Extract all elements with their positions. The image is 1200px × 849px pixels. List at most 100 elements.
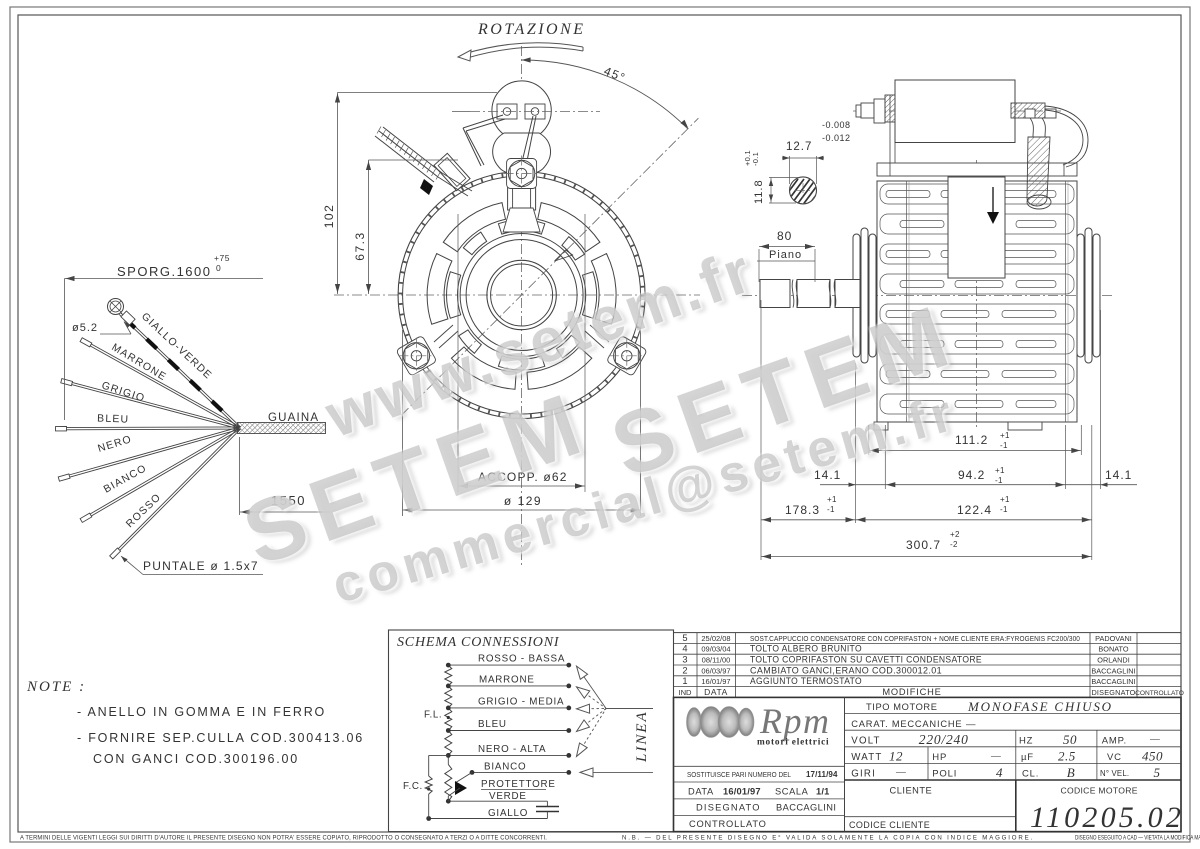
svg-text:NOTE :: NOTE : xyxy=(26,679,86,695)
svg-text:CONTROLLATO: CONTROLLATO xyxy=(689,819,767,829)
svg-text:110205.02: 110205.02 xyxy=(1030,801,1184,834)
svg-text:GIRI: GIRI xyxy=(851,769,876,780)
svg-text:+1: +1 xyxy=(995,466,1005,475)
svg-text:DATA: DATA xyxy=(704,687,728,697)
svg-text:5: 5 xyxy=(682,633,687,643)
svg-text:CAMBIATO GANCI,ERANO COD.30001: CAMBIATO GANCI,ERANO COD.300012.01 xyxy=(750,665,942,675)
svg-text:DISEGNATO: DISEGNATO xyxy=(696,803,761,813)
svg-text:178.3: 178.3 xyxy=(785,503,820,517)
svg-text:CLIENTE: CLIENTE xyxy=(890,785,933,795)
svg-text:TIPO MOTORE: TIPO MOTORE xyxy=(866,702,938,712)
svg-text:94.2: 94.2 xyxy=(958,468,985,482)
svg-text:+0.1: +0.1 xyxy=(743,150,752,166)
svg-text:NERO: NERO xyxy=(96,433,133,455)
svg-text:111.2: 111.2 xyxy=(955,433,988,447)
svg-text:-1: -1 xyxy=(1000,505,1008,514)
svg-text:09/03/04: 09/03/04 xyxy=(701,645,730,654)
svg-text:SPORG.1600: SPORG.1600 xyxy=(117,264,212,279)
svg-text:16/01/97: 16/01/97 xyxy=(701,677,730,686)
svg-text:HZ: HZ xyxy=(1019,736,1033,747)
svg-text:ACCOPP. ø62: ACCOPP. ø62 xyxy=(478,470,568,484)
svg-text:GIALLO: GIALLO xyxy=(488,808,528,819)
svg-text:CODICE MOTORE: CODICE MOTORE xyxy=(1061,786,1138,796)
svg-text:450: 450 xyxy=(1142,749,1163,764)
svg-text:67.3: 67.3 xyxy=(353,231,367,260)
svg-text:SOST.CAPPUCCIO CONDENSATORE CO: SOST.CAPPUCCIO CONDENSATORE CON COPRIFAS… xyxy=(750,636,1080,643)
svg-text:12: 12 xyxy=(889,749,903,764)
svg-text:N° VEL.: N° VEL. xyxy=(1100,769,1129,778)
svg-text:TOLTO COPRIFASTON SU CAVETTI C: TOLTO COPRIFASTON SU CAVETTI CONDENSATOR… xyxy=(750,655,982,665)
svg-text:B: B xyxy=(1067,765,1075,780)
svg-text:1: 1 xyxy=(682,676,687,686)
svg-text:PROTETTORE: PROTETTORE xyxy=(481,779,556,790)
svg-text:PADOVANI: PADOVANI xyxy=(1095,634,1132,643)
svg-text:MARRONE: MARRONE xyxy=(109,341,168,383)
svg-text:14.1: 14.1 xyxy=(1105,468,1132,482)
svg-text:17/11/94: 17/11/94 xyxy=(806,770,838,779)
svg-text:CON GANCI COD.300196.00: CON GANCI COD.300196.00 xyxy=(93,752,299,766)
svg-text:CL.: CL. xyxy=(1022,769,1039,780)
svg-text:2: 2 xyxy=(682,665,687,675)
svg-text:SCALA: SCALA xyxy=(775,787,809,797)
svg-text:VERDE: VERDE xyxy=(489,791,527,802)
svg-text:F.L.: F.L. xyxy=(424,710,442,721)
svg-text:5: 5 xyxy=(1154,765,1161,780)
svg-text:—: — xyxy=(990,750,1001,762)
svg-text:80: 80 xyxy=(777,229,792,243)
svg-text:SCHEMA CONNESSIONI: SCHEMA CONNESSIONI xyxy=(397,635,560,650)
svg-text:GRIGIO - MEDIA: GRIGIO - MEDIA xyxy=(478,697,564,708)
svg-text:DATA: DATA xyxy=(688,787,714,797)
svg-text:—: — xyxy=(966,719,977,730)
svg-text:1550: 1550 xyxy=(271,493,306,508)
svg-text:ø 129: ø 129 xyxy=(504,494,542,508)
svg-text:A TERMINI DELLE VIGENTI LEGGI: A TERMINI DELLE VIGENTI LEGGI SUI DIRITT… xyxy=(20,835,547,842)
svg-text:4: 4 xyxy=(996,765,1003,780)
svg-text:-2: -2 xyxy=(950,540,958,549)
svg-text:4: 4 xyxy=(682,644,687,654)
svg-text:WATT: WATT xyxy=(851,752,882,763)
svg-text:14.1: 14.1 xyxy=(814,468,841,482)
svg-text:ø5.2: ø5.2 xyxy=(72,322,98,334)
svg-text:DISEGNO ESEGUITO A CAD — VIETA: DISEGNO ESEGUITO A CAD — VIETATA LA MODI… xyxy=(1075,835,1200,842)
svg-text:BONATO: BONATO xyxy=(1098,645,1128,654)
svg-text:45°: 45° xyxy=(602,64,628,85)
svg-text:BACCAGLINI: BACCAGLINI xyxy=(1091,677,1135,686)
svg-text:BIANCO: BIANCO xyxy=(102,462,149,496)
svg-text:BLEU: BLEU xyxy=(478,719,507,730)
svg-text:DISEGNATO: DISEGNATO xyxy=(1091,688,1135,697)
svg-text:AMP.: AMP. xyxy=(1102,736,1127,747)
svg-text:25/02/08: 25/02/08 xyxy=(701,634,730,643)
svg-text:MARRONE: MARRONE xyxy=(479,675,535,686)
svg-text:MONOFASE CHIUSO: MONOFASE CHIUSO xyxy=(967,699,1113,714)
svg-text:+1: +1 xyxy=(827,495,837,504)
svg-text:BACCAGLINI: BACCAGLINI xyxy=(1091,666,1135,675)
svg-text:IND: IND xyxy=(678,688,692,697)
svg-text:ROSSO - BASSA: ROSSO - BASSA xyxy=(478,654,565,665)
svg-text:0: 0 xyxy=(216,263,221,273)
svg-text:ROSSO: ROSSO xyxy=(124,491,164,530)
svg-text:- FORNIRE SEP.CULLA COD.300413: - FORNIRE SEP.CULLA COD.300413.06 xyxy=(77,731,364,745)
svg-text:NERO - ALTA: NERO - ALTA xyxy=(478,744,546,755)
svg-text:µF: µF xyxy=(1021,752,1034,763)
svg-text:VOLT: VOLT xyxy=(851,736,880,747)
svg-text:-1: -1 xyxy=(827,505,835,514)
svg-text:+1: +1 xyxy=(1000,495,1010,504)
svg-text:12.7: 12.7 xyxy=(786,141,812,153)
svg-text:SOSTITUISCE PARI NUMERO DEL: SOSTITUISCE PARI NUMERO DEL xyxy=(687,770,791,779)
svg-text:AGGIUNTO TERMOSTATO: AGGIUNTO TERMOSTATO xyxy=(750,676,862,686)
svg-text:+2: +2 xyxy=(950,530,960,539)
svg-text:MODIFICHE: MODIFICHE xyxy=(882,687,941,697)
svg-text:HP: HP xyxy=(932,752,947,763)
svg-text:300.7: 300.7 xyxy=(906,538,941,552)
svg-text:-1: -1 xyxy=(995,476,1003,485)
svg-text:-0.1: -0.1 xyxy=(751,152,760,166)
svg-text:—: — xyxy=(1149,733,1160,745)
svg-text:BACCAGLINI: BACCAGLINI xyxy=(776,803,836,813)
svg-text:GRIGIO: GRIGIO xyxy=(100,379,147,404)
svg-text:1/1: 1/1 xyxy=(816,787,830,797)
svg-text:08/11/00: 08/11/00 xyxy=(702,656,731,665)
svg-text:11.8: 11.8 xyxy=(753,179,765,204)
svg-text:F.C.: F.C. xyxy=(403,781,423,792)
svg-text:220/240: 220/240 xyxy=(919,732,969,747)
svg-text:BLEU: BLEU xyxy=(97,413,130,426)
